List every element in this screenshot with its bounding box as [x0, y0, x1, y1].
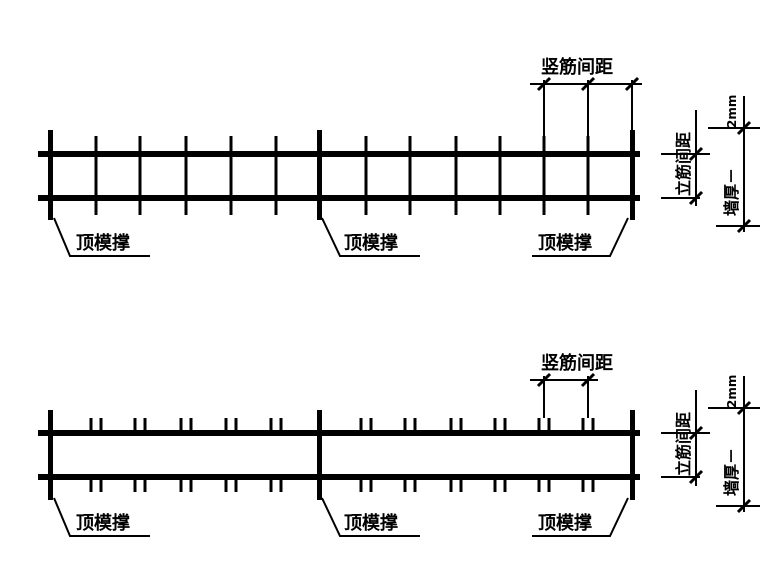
top-spacing-label: 竖筋间距: [541, 56, 613, 78]
top-side-dimension-wall: [708, 96, 760, 234]
top-middle-joint-bar: [317, 130, 322, 220]
bottom-side-label-mm: 2mm: [725, 375, 739, 408]
top-lower-horizontal-bar: [38, 195, 640, 201]
bottom-spacing-dimension: [530, 372, 598, 418]
top-support-leader-3: [532, 217, 629, 257]
top-diagram: 顶模撑 顶模撑 顶模撑 竖筋间距 立筋间距: [38, 56, 760, 257]
top-right-end-bar: [630, 130, 635, 220]
bottom-support-leader-3: [532, 497, 629, 537]
bottom-support-leaders: [53, 497, 629, 537]
bottom-support-leader-2: [321, 497, 420, 537]
top-vertical-rebars: [94, 136, 590, 215]
top-side-label-lijin: 立筋间距: [674, 132, 693, 196]
top-support-label-2: 顶模撑: [344, 232, 398, 254]
top-support-leader-1: [53, 217, 150, 257]
bottom-side-label-wall: 墙厚－: [722, 448, 741, 496]
top-side-dimension-lijin: [661, 110, 710, 206]
top-spacing-dimension: [530, 76, 642, 140]
top-support-leaders: [53, 217, 629, 257]
bottom-upper-horizontal-bar: [38, 430, 640, 436]
bottom-left-end-bar: [48, 410, 53, 500]
top-side-label-wall: 墙厚－: [722, 168, 741, 216]
top-upper-horizontal-bar: [38, 151, 640, 157]
bottom-spacer-stubs: [89, 418, 595, 492]
top-support-label-1: 顶模撑: [76, 232, 130, 254]
top-left-end-bar: [48, 130, 53, 220]
top-support-leader-2: [321, 217, 420, 257]
top-side-label-mm: 2mm: [725, 95, 739, 128]
bottom-middle-joint-bar: [317, 410, 322, 500]
bottom-diagram: 顶模撑 顶模撑 顶模撑 竖筋间距 立筋间距 墙厚－: [38, 352, 760, 537]
bottom-support-label-1: 顶模撑: [76, 512, 130, 534]
bottom-lower-horizontal-bar: [38, 474, 640, 480]
bottom-side-dimension-wall: [708, 376, 760, 514]
bottom-spacing-label: 竖筋间距: [541, 352, 613, 374]
bottom-right-end-bar: [630, 410, 635, 500]
bottom-support-leader-1: [53, 497, 150, 537]
bottom-side-label-lijin: 立筋间距: [674, 412, 693, 476]
bottom-support-label-2: 顶模撑: [344, 512, 398, 534]
top-support-label-3: 顶模撑: [538, 232, 592, 254]
bottom-support-label-3: 顶模撑: [538, 512, 592, 534]
bottom-side-dimension-lijin: [661, 390, 710, 486]
